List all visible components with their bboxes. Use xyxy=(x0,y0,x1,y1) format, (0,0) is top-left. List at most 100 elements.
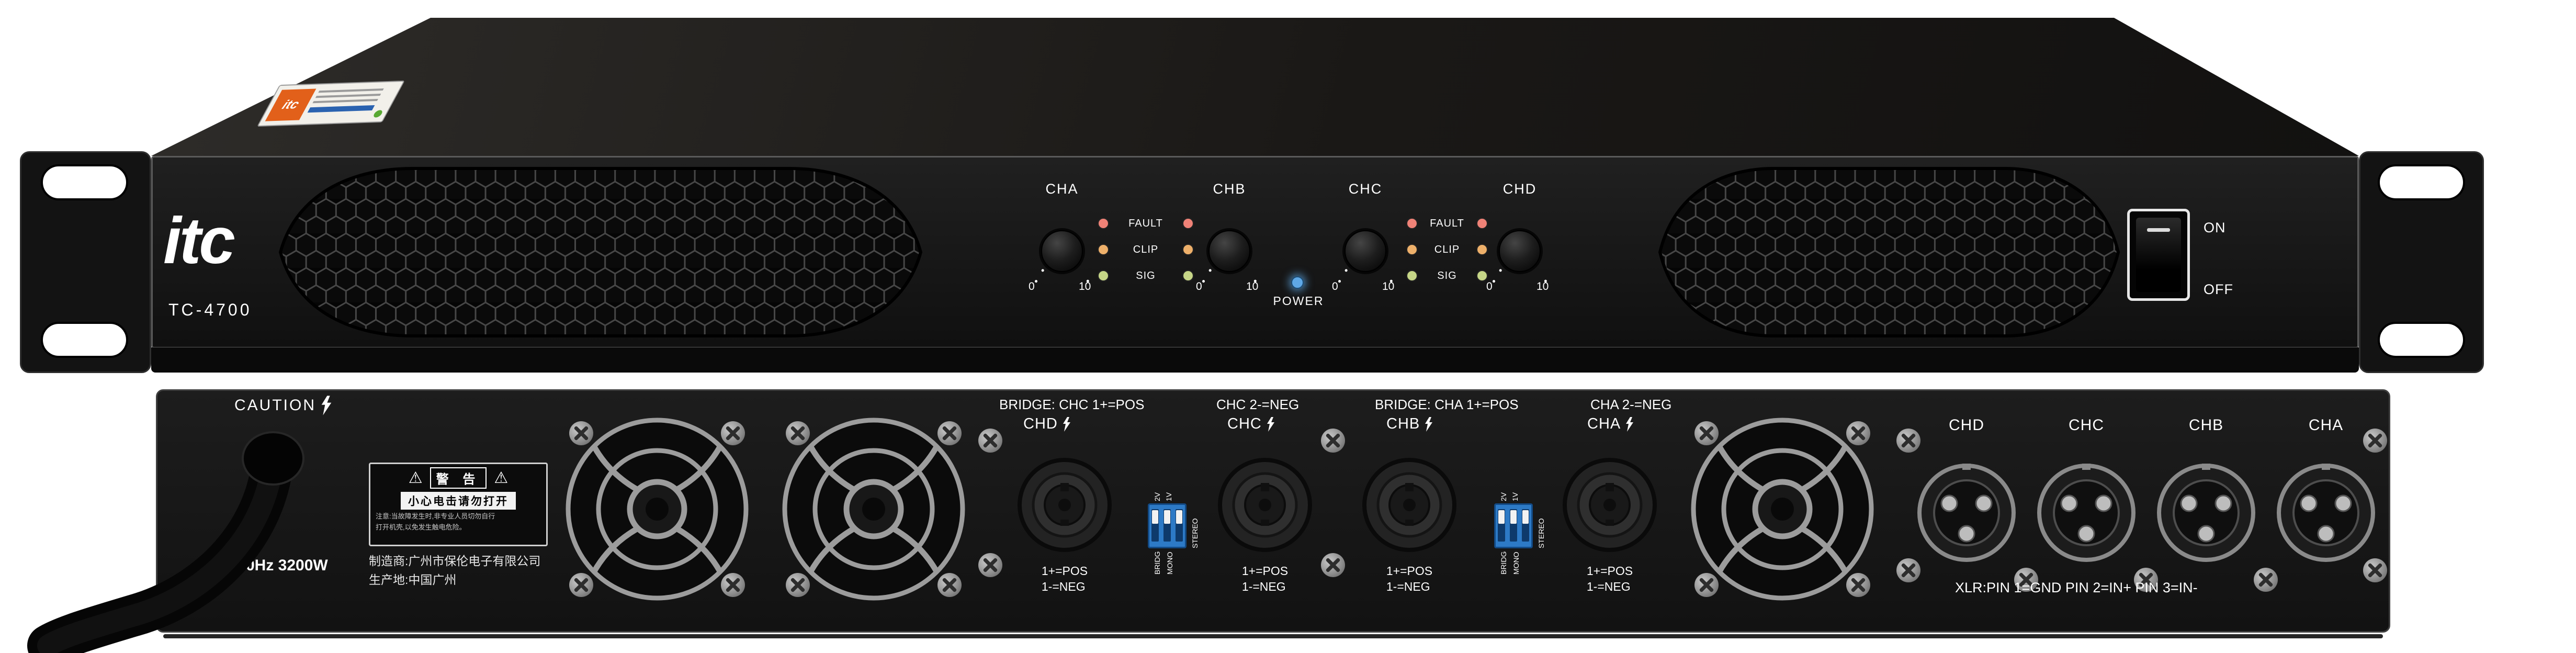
dip-slider[interactable] xyxy=(1163,510,1170,524)
screw-icon xyxy=(786,421,810,445)
dip-slot[interactable] xyxy=(1151,509,1159,542)
dip-label-1v: 1V xyxy=(1511,492,1519,501)
clip-led-icon xyxy=(1476,244,1488,255)
rack-mount-hole xyxy=(41,164,128,200)
dip-slider[interactable] xyxy=(1152,510,1159,524)
screw-icon xyxy=(569,573,593,597)
xlr-label-chd: CHD xyxy=(1949,416,1984,434)
bridge-note-group1-right: CHC 2-=NEG xyxy=(1216,397,1300,412)
xlr-connector-chd[interactable] xyxy=(1914,460,2019,565)
dip-slot[interactable] xyxy=(1509,509,1517,542)
dip-slot[interactable] xyxy=(1521,509,1529,542)
manufacturer-line: 制造商:广州市保伦电子有限公司 xyxy=(369,554,541,568)
fault-led-icon xyxy=(1476,218,1488,229)
rocker-mark-icon xyxy=(2147,228,2170,232)
screw-icon xyxy=(937,573,962,597)
origin-line: 生产地:中国广州 xyxy=(369,573,457,587)
sticker-text-lines xyxy=(303,86,385,120)
dip-label-2v: 2V xyxy=(1499,492,1508,501)
dip-label-bridg: BRIDG xyxy=(1153,551,1161,575)
screw-icon xyxy=(2363,558,2387,582)
screw-icon xyxy=(1896,429,1920,453)
model-label: TC-4700 xyxy=(168,300,252,319)
screw-icon xyxy=(978,553,1002,577)
brand-text: itc xyxy=(163,205,235,277)
screw-icon xyxy=(1896,558,1920,582)
warning-line1: 注意:当故障发生时,非专业人员切勿自行 xyxy=(376,512,495,520)
scale-max: 10 xyxy=(1536,280,1549,292)
power-cable-icon xyxy=(27,431,304,653)
power-rocker[interactable] xyxy=(2136,218,2181,292)
lightning-icon xyxy=(321,396,332,415)
xlr-connector-cha[interactable] xyxy=(2274,460,2378,565)
power-switch[interactable] xyxy=(2127,209,2190,301)
fault-led-icon xyxy=(1182,218,1194,229)
dip-label-2v: 2V xyxy=(1153,492,1161,501)
clip-led-label: CLIP xyxy=(1434,243,1460,255)
dip-block[interactable] xyxy=(1148,503,1187,548)
gain-knob-chd[interactable] xyxy=(1483,213,1556,318)
scale-min: 0 xyxy=(1332,280,1338,292)
speakon-connector-chb[interactable] xyxy=(1357,453,1462,557)
rack-mount-hole xyxy=(2378,322,2465,358)
gain-knob-chc[interactable] xyxy=(1329,213,1402,318)
fault-led-label: FAULT xyxy=(1128,217,1163,229)
speakon-polarity-cha: 1+=POS 1-=NEG xyxy=(1586,564,1633,593)
dip-slider[interactable] xyxy=(1510,510,1517,524)
xlr-pinout-note: XLR:PIN 1=GND PIN 2=IN+ PIN 3=IN- xyxy=(1955,580,2198,595)
screw-icon xyxy=(2134,568,2158,592)
dip-slot[interactable] xyxy=(1175,509,1183,542)
dip-slot[interactable] xyxy=(1498,509,1506,542)
xlr-label-cha: CHA xyxy=(2308,416,2344,434)
vent-grille-left-icon xyxy=(278,167,923,337)
screw-icon xyxy=(721,573,745,597)
warning-label: ⚠ 警 告 ⚠ 小心电击请勿打开 注意:当故障发生时,非专业人员切勿自行 打开机… xyxy=(369,463,548,546)
xlr-label-chc: CHC xyxy=(2069,416,2104,434)
speakon-label-cha: CHA xyxy=(1587,415,1634,433)
speakon-connector-cha[interactable] xyxy=(1557,453,1662,557)
scale-max: 10 xyxy=(1079,280,1091,292)
channel-label-cha: CHA xyxy=(1045,181,1079,197)
fan-grille-icon xyxy=(1691,418,1874,601)
dip-slot[interactable] xyxy=(1163,509,1171,542)
speakon-label-chc: CHC xyxy=(1227,415,1275,433)
xlr-connector-chc[interactable] xyxy=(2034,460,2139,565)
sig-led-label: SIG xyxy=(1437,269,1457,282)
gain-knob-chb[interactable] xyxy=(1193,213,1266,318)
rear-panel-bottom-edge xyxy=(163,634,2383,638)
speakon-connector-chc[interactable] xyxy=(1213,453,1317,557)
caution-label: CAUTION xyxy=(234,396,333,415)
chassis-top-surface xyxy=(151,18,2359,156)
lightning-icon xyxy=(1063,416,1070,432)
dip-slider[interactable] xyxy=(1176,510,1182,524)
fault-led-icon xyxy=(1406,218,1418,229)
gain-knob-cha[interactable] xyxy=(1025,213,1099,318)
sig-led-icon xyxy=(1406,270,1418,282)
clip-led-label: CLIP xyxy=(1133,243,1159,255)
fault-led-label: FAULT xyxy=(1430,217,1464,229)
screw-icon xyxy=(786,573,810,597)
scale-min: 0 xyxy=(1029,280,1035,292)
warning-title: 警 告 xyxy=(430,467,487,489)
clip-led-icon xyxy=(1098,244,1109,255)
dip-slider[interactable] xyxy=(1522,510,1529,524)
xlr-connector-chb[interactable] xyxy=(2154,460,2258,565)
dip-switch-group1[interactable]: 2V 1V STEREO BRIDG MONO xyxy=(1140,480,1203,585)
clip-led-icon xyxy=(1406,244,1418,255)
speakon-connector-chd[interactable] xyxy=(1012,453,1117,557)
chassis-bottom-edge xyxy=(151,347,2359,373)
speakon-label-chb: CHB xyxy=(1386,415,1433,433)
dip-label-mono: MONO xyxy=(1166,551,1174,575)
dip-switch-group2[interactable]: 2V 1V STEREO BRIDG MONO xyxy=(1487,480,1550,585)
warning-triangle-icon: ⚠ xyxy=(494,469,509,487)
dip-slider[interactable] xyxy=(1498,510,1505,524)
clip-led-icon xyxy=(1182,244,1194,255)
led-cluster-chcd: FAULT CLIP SIG xyxy=(1406,210,1488,289)
screw-icon xyxy=(2254,568,2278,592)
rack-mount-hole xyxy=(2378,164,2465,200)
dip-block[interactable] xyxy=(1494,503,1533,548)
speakon-label-chd: CHD xyxy=(1023,415,1071,433)
xlr-label-chb: CHB xyxy=(2188,416,2224,434)
dip-label-bridg: BRIDG xyxy=(1499,551,1508,575)
